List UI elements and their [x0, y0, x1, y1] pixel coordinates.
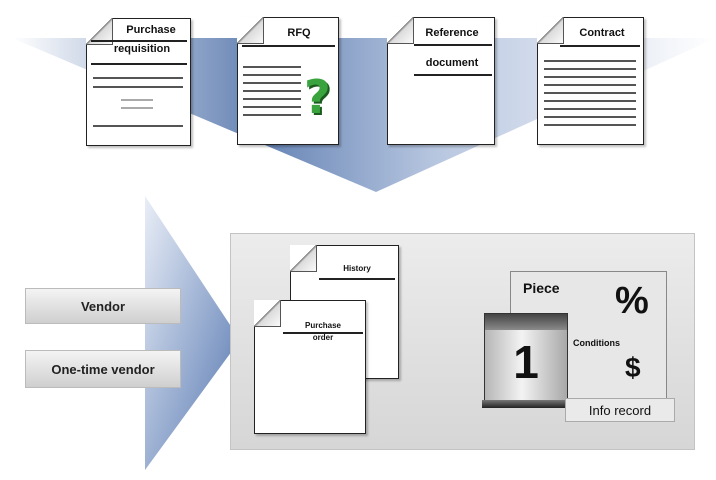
text-line — [93, 125, 183, 127]
doc-title-line1: RFQ — [287, 27, 311, 39]
text-line — [544, 100, 636, 102]
page-fold-icon — [254, 300, 281, 327]
rfq-document: RFQ ? — [237, 17, 339, 145]
title-rule — [414, 74, 492, 76]
text-line — [243, 114, 301, 116]
text-line — [243, 74, 301, 76]
calendar-number: 1 — [513, 336, 539, 388]
title-rule — [283, 332, 363, 334]
text-line — [544, 124, 636, 126]
purchase-requisition-document: Purchase requisition — [86, 18, 191, 146]
text-line — [544, 68, 636, 70]
contract-document: Contract — [537, 17, 644, 145]
title-rule — [414, 44, 492, 46]
title-rule — [560, 45, 640, 47]
text-line — [121, 107, 153, 109]
calendar-base — [482, 400, 570, 408]
title-rule — [91, 63, 187, 65]
title-rule — [91, 40, 187, 42]
question-mark-icon: ? — [304, 70, 331, 124]
page-fold-icon — [537, 17, 564, 44]
text-line — [544, 76, 636, 78]
text-line — [243, 98, 301, 100]
text-line — [93, 86, 183, 88]
doc-title-line2: document — [425, 57, 479, 69]
text-line — [544, 108, 636, 110]
page-fold-icon — [290, 245, 317, 272]
dollar-icon: $ — [625, 352, 641, 383]
text-line — [243, 66, 301, 68]
vendor-box: Vendor — [25, 288, 181, 324]
page-fold-icon — [237, 17, 264, 44]
piece-label: Piece — [523, 280, 560, 296]
text-line — [121, 99, 153, 101]
conditions-label: Conditions — [573, 338, 620, 348]
text-line — [243, 82, 301, 84]
text-line — [544, 116, 636, 118]
doc-title-line1: Purchase — [304, 321, 342, 330]
doc-title-line2: requisition — [113, 43, 171, 55]
reference-document: Reference document — [387, 17, 495, 145]
calendar-binding — [485, 314, 567, 330]
percent-icon: % — [615, 280, 649, 322]
purchase-order-document: Purchase order — [254, 300, 366, 434]
left-flow-arrow — [145, 196, 240, 470]
doc-title-line1: Purchase — [126, 24, 176, 36]
doc-title-line1: Reference — [425, 27, 479, 39]
text-line — [544, 84, 636, 86]
text-line — [243, 106, 301, 108]
text-line — [544, 60, 636, 62]
text-line — [93, 77, 183, 79]
one-time-vendor-box: One-time vendor — [25, 350, 181, 388]
text-line — [544, 92, 636, 94]
history-title: History — [343, 264, 371, 273]
page-fold-icon — [387, 17, 414, 44]
title-rule — [242, 45, 335, 47]
info-record-label: Info record — [565, 398, 675, 422]
doc-title-line1: Contract — [579, 27, 625, 39]
title-rule — [319, 278, 395, 280]
doc-title-line2: order — [312, 333, 334, 342]
calendar-icon: 1 — [482, 313, 570, 408]
text-line — [243, 90, 301, 92]
